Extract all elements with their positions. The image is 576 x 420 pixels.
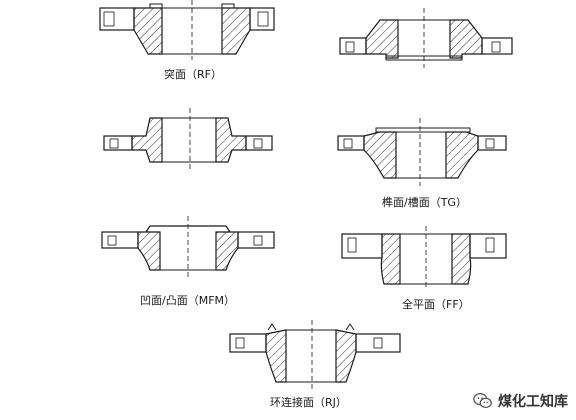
flange-ff — [341, 226, 507, 290]
caption-tg: 榫面/槽面（TG） — [382, 196, 467, 209]
watermark-text: 煤化工知库 — [498, 394, 568, 410]
wechat-icon — [473, 393, 492, 409]
watermark: 煤化工知库 — [472, 390, 568, 412]
caption-rj: 环连接面（RJ） — [270, 396, 347, 409]
flange-tg — [337, 118, 507, 186]
caption-mfm: 凹面/凸面（MFM） — [140, 294, 236, 307]
caption-ff: 全平面（FF） — [402, 298, 470, 311]
caption-rf: 突面（RF） — [164, 68, 222, 81]
flange-middle-left — [103, 108, 273, 170]
flange-mfm — [101, 216, 275, 278]
flange-rf — [99, 0, 275, 60]
flange-tg-top — [339, 8, 513, 68]
flange-rj — [229, 320, 401, 390]
